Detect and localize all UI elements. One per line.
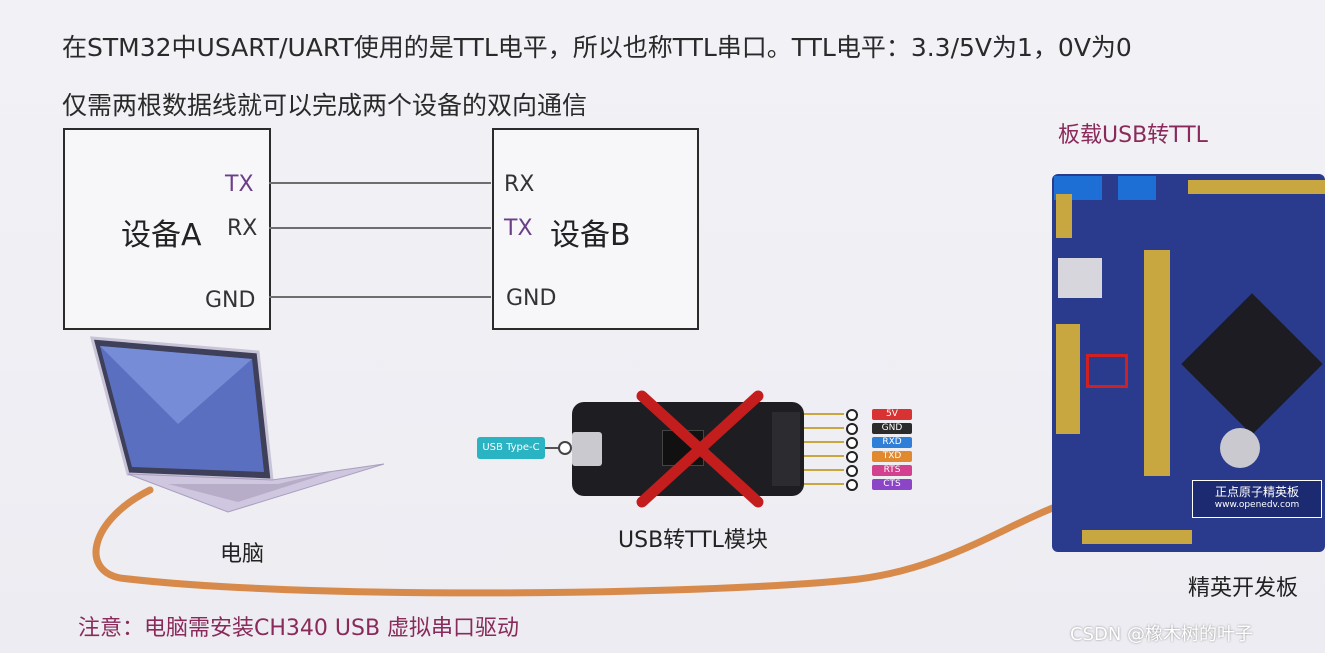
- board-jtag-header: [1056, 324, 1080, 434]
- board-battery: [1220, 428, 1260, 468]
- module-label: USB转TTL模块: [618, 522, 768, 554]
- board-url-text: www.openedv.com: [1193, 500, 1321, 510]
- usb-tag-dot: [558, 441, 572, 455]
- board-top-label: 板载USB转TTL: [1058, 117, 1208, 149]
- module-pin-rts: RTS: [846, 464, 916, 478]
- board-top-header: [1188, 180, 1325, 194]
- board-bottom-label: 精英开发板: [1188, 570, 1298, 602]
- driver-note: 注意：电脑需安装CH340 USB 虚拟串口驱动: [78, 610, 519, 642]
- board-mid-header: [1144, 250, 1170, 476]
- module-pin-gnd: GND: [846, 422, 916, 436]
- board-brand-plate: 正点原子精英板 www.openedv.com: [1192, 480, 1322, 518]
- module-header: [772, 412, 800, 486]
- module-pin-wires: [804, 408, 844, 490]
- board-brand-text: 正点原子精英板: [1193, 483, 1321, 500]
- module-pin-rxd: RXD: [846, 436, 916, 450]
- module-pin-list: 5V GND RXD TXD RTS CTS: [846, 408, 916, 492]
- module-pin-5v: 5V: [846, 408, 916, 422]
- cross-mark-icon: [630, 388, 770, 510]
- usb-type-c-tag: USB Type-C: [477, 437, 545, 459]
- board-bottom-header: [1082, 530, 1192, 544]
- watermark: CSDN @橡木树的叶子: [1070, 620, 1253, 646]
- module-pin-cts: CTS: [846, 478, 916, 492]
- board-usb-ttl-highlight: [1086, 354, 1128, 388]
- board-terminal-2: [1118, 176, 1156, 200]
- board-sd-slot: [1058, 258, 1102, 298]
- usb-c-connector: [572, 432, 602, 466]
- module-pin-txd: TXD: [846, 450, 916, 464]
- computer-label: 电脑: [220, 536, 264, 568]
- laptop-icon: [88, 334, 388, 519]
- board-mcu-chip: [1181, 293, 1322, 434]
- dev-board: 正点原子精英板 www.openedv.com: [1052, 174, 1325, 552]
- board-left-header: [1056, 194, 1072, 238]
